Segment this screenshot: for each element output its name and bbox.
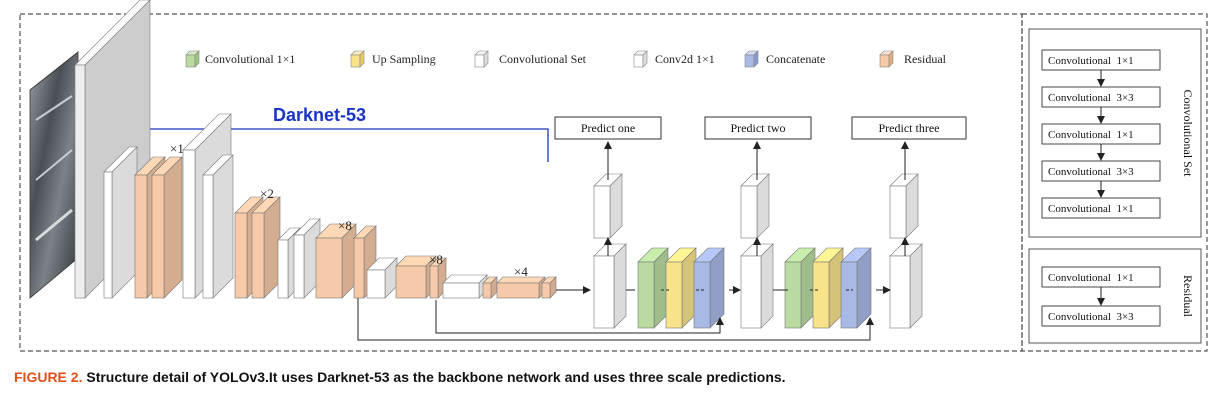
repeat-label-5: ×4: [514, 264, 528, 279]
repeat-label-3: ×8: [338, 218, 352, 233]
predict-three-box: [851, 116, 967, 140]
head-2-upsampling: [812, 247, 844, 329]
legend-concat-label: Concatenate: [766, 52, 825, 66]
head-1-conv2d: [593, 173, 623, 239]
backbone-conv-layer-1: [103, 146, 138, 299]
repeat-label-2: ×2: [260, 186, 274, 201]
side-frame: [1021, 13, 1208, 352]
legend-conv2d-label: Conv2d 1×1: [655, 52, 715, 66]
legend-upsampling-label: Up Sampling: [372, 52, 436, 66]
predict-one-box: [554, 116, 662, 140]
legend-conv1x1-label: Convolutional 1×1: [205, 52, 295, 66]
head-2-concatenate: [840, 247, 872, 329]
legend-residual-label: Residual: [904, 52, 947, 66]
residual-block-x4-b: [496, 276, 546, 299]
conv-set-panel-title: Convolutional Set: [1181, 90, 1195, 178]
residual-panel-title: Residual: [1181, 275, 1195, 318]
backbone-label: Darknet-53: [273, 105, 366, 125]
head-1-concatenate: [693, 247, 725, 329]
conv-set-layer-box-4: [1041, 197, 1161, 219]
conv-set-layer-label-1: Convolutional 3×3: [1048, 92, 1134, 104]
residual-block-x4-c: [541, 276, 557, 299]
conv-set-layer-label-2: Convolutional 1×1: [1048, 129, 1134, 141]
conv-set-panel: Convolutional Set Convolutional 1×1Convo…: [1028, 28, 1202, 238]
residual-block-x1-b: [151, 156, 183, 299]
conv-set-layer-label-0: Convolutional 1×1: [1048, 55, 1134, 67]
predict-one-label: Predict one: [581, 121, 635, 135]
residual-block-x8-c: [395, 255, 437, 299]
residual-block-x2-b: [251, 196, 281, 299]
legend-convset-label: Convolutional Set: [499, 52, 587, 66]
legend-concat-icon: [744, 50, 759, 68]
legend-residual-icon: [879, 50, 894, 68]
predict-two-label: Predict two: [731, 121, 786, 135]
residual-panel: Residual Convolutional 1×1Convolutional …: [1028, 248, 1202, 344]
repeat-label-1: ×1: [170, 141, 184, 156]
residual-layer-label-1: Convolutional 3×3: [1048, 311, 1134, 323]
repeat-label-4: ×8: [429, 252, 443, 267]
yolov3-diagram: Convolutional 1×1 Up Sampling Convolutio…: [19, 0, 1208, 352]
conv-set-layer-label-3: Convolutional 3×3: [1048, 166, 1134, 178]
legend-conv1x1-icon: [185, 50, 200, 68]
skip-connection-2: [435, 300, 724, 334]
head-3-conv-set: [889, 243, 923, 329]
legend-conv2d-icon: [633, 50, 648, 68]
skip-connection-1: [357, 298, 874, 341]
head-1-upsampling: [665, 247, 697, 329]
caption-prefix: FIGURE 2.: [14, 369, 83, 385]
figure-caption: FIGURE 2. Structure detail of YOLOv3.It …: [14, 369, 1204, 385]
backbone-conv-layer-7: [442, 274, 488, 299]
conv-set-layer-label-4: Convolutional 1×1: [1048, 203, 1134, 215]
blocks-group: [74, 0, 923, 329]
predict-two-box: [704, 116, 812, 140]
input-image: [29, 51, 79, 299]
backbone-conv-layer-3: [202, 154, 234, 299]
predict-three-label: Predict three: [879, 121, 940, 135]
residual-block-x4-a: [482, 276, 498, 299]
residual-layer-box-1: [1041, 305, 1161, 327]
head-2-conv1x1: [784, 247, 816, 329]
head-2-conv2d: [740, 173, 770, 239]
head-2-conv-set: [740, 243, 774, 329]
residual-block-x8-a: [315, 223, 357, 299]
head-1-conv1x1: [637, 247, 669, 329]
head-3-conv2d: [889, 173, 919, 239]
legend: Convolutional 1×1 Up Sampling Convolutio…: [185, 50, 947, 68]
residual-layer-label-0: Convolutional 1×1: [1048, 272, 1134, 284]
head-1-conv-set: [593, 243, 627, 329]
backbone-conv-layer-6: [366, 257, 398, 299]
caption-text: Structure detail of YOLOv3.It uses Darkn…: [82, 369, 786, 385]
legend-upsampling-icon: [350, 50, 365, 68]
legend-convset-icon: [474, 50, 489, 68]
